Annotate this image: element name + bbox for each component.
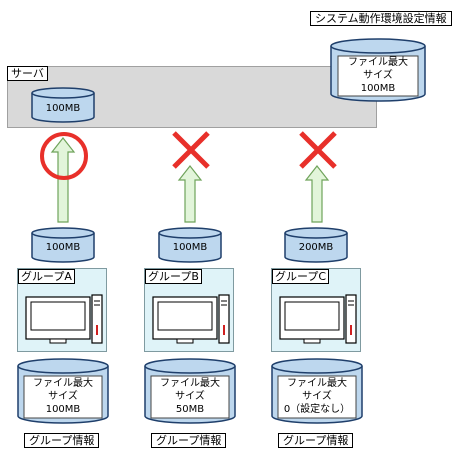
server-database: 100MB [31,87,95,123]
group-box-c: グループC [271,268,361,352]
upload-db-label-c: 200MB [298,242,334,253]
rejected-cross-mark-c [297,129,339,175]
upload-arrow-b [177,165,203,227]
group-box-a: グループA [17,268,107,352]
group-c-db-line-1: ファイル最大 [287,378,347,389]
group-label-a: グループA [18,269,75,284]
group-a-db-line-2: サイズ [48,391,78,402]
system-settings-title: システム動作環境設定情報 [310,11,452,26]
group-info-label-b: グループ情報 [151,433,227,448]
upload-database-b: 100MB [158,227,222,263]
system-db-line-2: サイズ [363,70,393,81]
group-c-db-line-2: サイズ [302,391,332,402]
system-database: ファイル最大 サイズ 100MB [330,38,426,102]
group-b-db-line-3: 50MB [175,404,205,415]
allowed-circle-mark [38,130,90,186]
upload-database-a: 100MB [31,227,95,263]
group-b-db-line-1: ファイル最大 [160,378,220,389]
upload-arrow-a [50,137,76,227]
group-c-db-line-3: 0（設定なし） [283,404,351,415]
server-label: サーバ [7,66,48,81]
group-info-label-c: グループ情報 [278,433,354,448]
group-box-b: グループB [144,268,234,352]
group-b-db-line-2: サイズ [175,391,205,402]
server-db-label: 100MB [45,103,81,114]
group-a-db-line-3: 100MB [45,404,81,415]
group-database-c: ファイル最大 サイズ 0（設定なし） [271,358,363,424]
rejected-cross-mark-b [170,129,212,175]
system-db-line-1: ファイル最大 [348,57,408,68]
group-info-label-a: グループ情報 [24,433,100,448]
system-db-line-3: 100MB [360,83,396,94]
upload-database-c: 200MB [284,227,348,263]
upload-arrow-c [304,165,330,227]
computer-icon [25,294,104,349]
computer-icon [279,294,358,349]
group-label-b: グループB [145,269,202,284]
group-a-db-line-1: ファイル最大 [33,378,93,389]
group-database-a: ファイル最大 サイズ 100MB [17,358,109,424]
upload-db-label-b: 100MB [172,242,208,253]
computer-icon [152,294,231,349]
upload-db-label-a: 100MB [45,242,81,253]
group-label-c: グループC [272,269,330,284]
group-database-b: ファイル最大 サイズ 50MB [144,358,236,424]
